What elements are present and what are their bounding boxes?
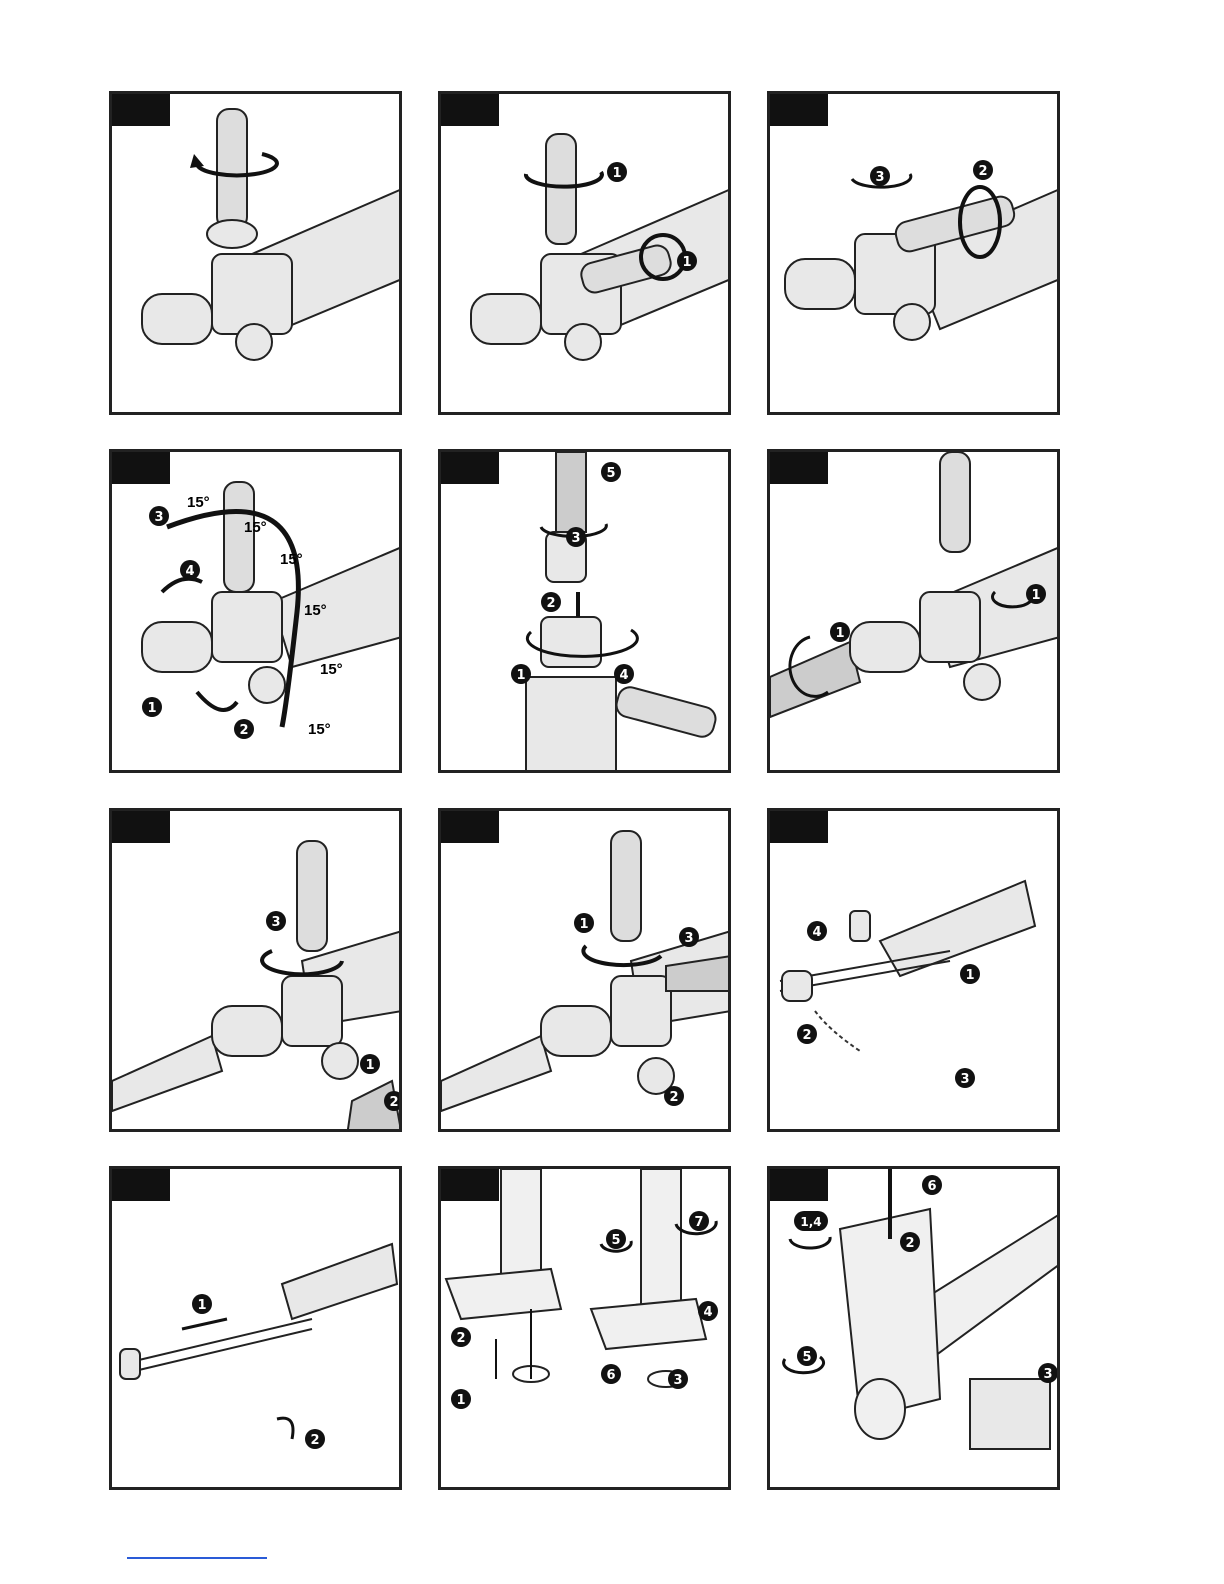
step-marker: 4 (185, 564, 194, 579)
water-connection-illustration: 1 3 2 (441, 811, 728, 1129)
panel-5: 5 3 2 1 4 (438, 449, 731, 773)
panel-2: 1 1 (438, 91, 731, 415)
drill-side-handle-illustration: 1 1 (441, 94, 728, 412)
drill-side-handle-illustration: 3 2 (770, 94, 1057, 412)
step-marker: 1 (579, 917, 588, 932)
stand-anchoring-illustration: 5 7 2 4 1 6 3 (441, 1169, 728, 1487)
step-marker: 6 (606, 1368, 615, 1383)
angle-label: 15° (280, 551, 303, 568)
step-marker: 2 (802, 1028, 811, 1043)
step-marker: 1 (197, 1298, 206, 1313)
panel-11: 5 7 2 4 1 6 3 (438, 1166, 731, 1490)
drill-side-handle-illustration (112, 94, 399, 412)
angle-label: 15° (320, 661, 343, 678)
step-marker: 2 (239, 723, 248, 738)
depth-rod-illustration: 1 2 (112, 1169, 399, 1487)
depth-stop-illustration: 4 1 2 3 (770, 811, 1057, 1129)
step-marker: 3 (875, 170, 884, 185)
angle-label: 15° (308, 721, 331, 738)
step-marker: 1 (456, 1393, 465, 1408)
step-marker: 3 (960, 1072, 969, 1087)
step-marker: 1 (516, 668, 525, 683)
step-marker: 4 (619, 668, 628, 683)
panel-9: 4 1 2 3 (767, 808, 1060, 1132)
step-marker: 4 (812, 925, 821, 940)
panel-4: 15° 15° 15° 15° 15° 15° 3 4 1 2 (109, 449, 402, 773)
step-marker: 2 (546, 596, 555, 611)
step-marker: 2 (905, 1236, 914, 1251)
panel-3: 3 2 (767, 91, 1060, 415)
step-marker: 3 (673, 1373, 682, 1388)
step-marker: 1 (612, 166, 621, 181)
step-marker: 2 (456, 1331, 465, 1346)
step-marker: 3 (571, 531, 580, 546)
step-marker: 1 (965, 968, 974, 983)
step-marker: 2 (310, 1433, 319, 1448)
footer-rule (127, 1557, 267, 1559)
panel-12: 6 1,4 2 5 3 (767, 1166, 1060, 1490)
panel-10: 1 2 (109, 1166, 402, 1490)
angle-label: 15° (304, 602, 327, 619)
step-marker: 1 (147, 701, 156, 716)
drill-bit-insert-illustration: 1 1 (770, 452, 1057, 770)
step-marker: 5 (802, 1350, 811, 1365)
step-marker: 6 (927, 1179, 936, 1194)
panel-6: 1 1 (767, 449, 1060, 773)
step-marker: 1 (1031, 588, 1040, 603)
step-marker: 7 (694, 1215, 703, 1230)
step-marker: 3 (1043, 1367, 1052, 1382)
panel-8: 1 3 2 (438, 808, 731, 1132)
step-marker: 5 (611, 1233, 620, 1248)
step-marker: 2 (978, 164, 987, 179)
vacuum-base-illustration: 6 1,4 2 5 3 (770, 1169, 1057, 1487)
step-marker: 2 (389, 1095, 398, 1110)
panel-7: 3 1 2 (109, 808, 402, 1132)
panel-1 (109, 91, 402, 415)
step-marker: 2 (669, 1090, 678, 1105)
depth-gauge-illustration: 3 1 2 (112, 811, 399, 1129)
step-marker: 3 (271, 915, 280, 930)
step-marker: 4 (703, 1305, 712, 1320)
handle-angle-illustration: 15° 15° 15° 15° 15° 15° 3 4 1 2 (112, 452, 399, 770)
step-marker: 1,4 (800, 1215, 821, 1229)
step-marker: 3 (684, 931, 693, 946)
angle-label: 15° (187, 494, 210, 511)
step-marker: 5 (606, 466, 615, 481)
core-bit-mount-illustration: 5 3 2 1 4 (441, 452, 728, 770)
step-marker: 1 (682, 255, 691, 270)
step-marker: 3 (154, 510, 163, 525)
step-marker: 1 (365, 1058, 374, 1073)
angle-label: 15° (244, 519, 267, 536)
step-marker: 1 (835, 626, 844, 641)
